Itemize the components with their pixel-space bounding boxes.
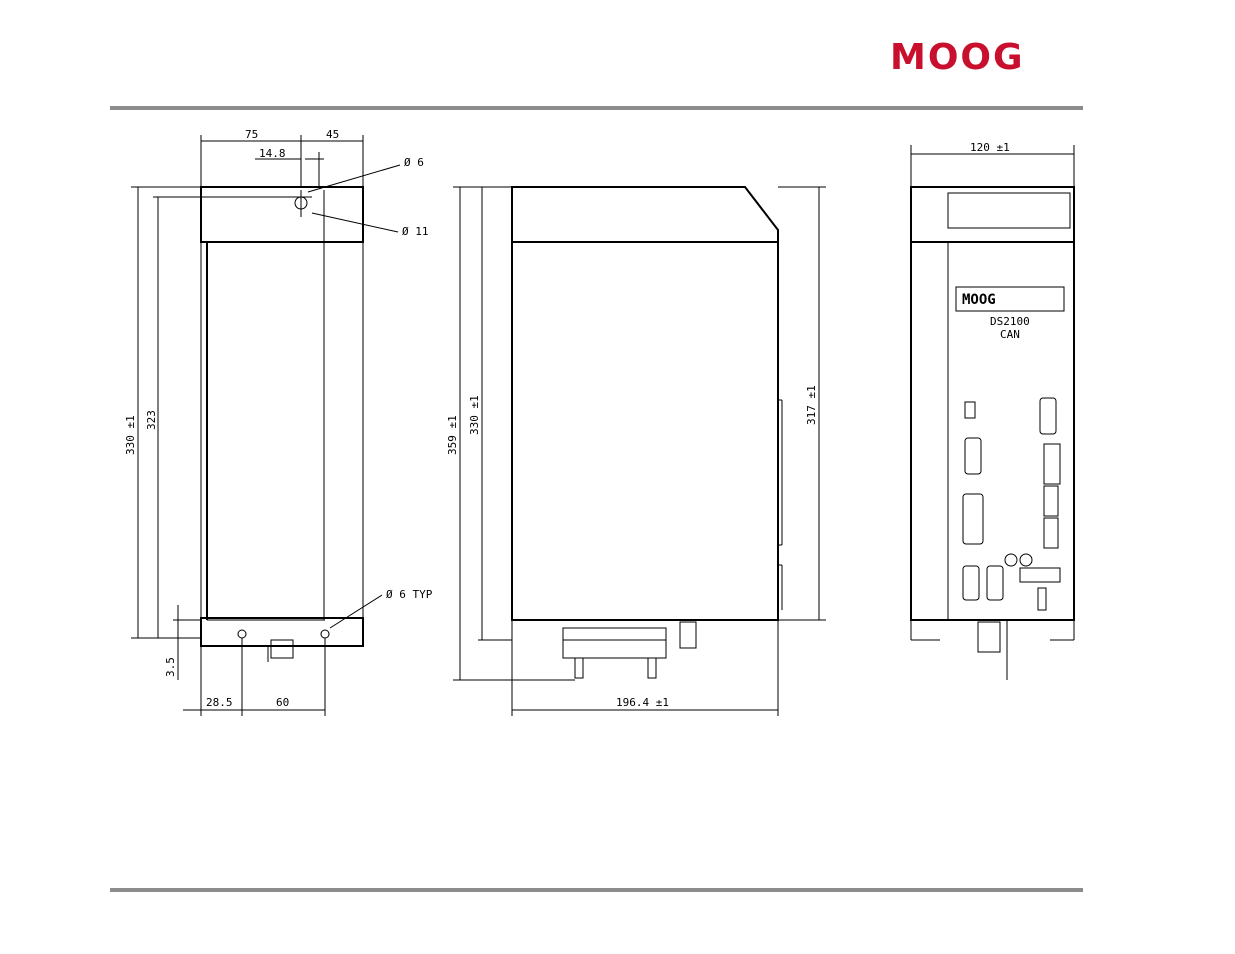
dim-top-right: 45 (326, 128, 339, 141)
dim-bottom-mid: 60 (276, 696, 289, 709)
dim-side-height-right: 317 ±1 (805, 385, 818, 425)
rear-view: 75 45 14.8 Ø 6 Ø 11 Ø 6 TYP 330 ±1 323 3… (124, 128, 433, 716)
dim-front-width: 120 ±1 (970, 141, 1010, 154)
dim-side-height-total: 359 ±1 (446, 415, 459, 455)
dim-hole-small: Ø 6 (404, 156, 424, 169)
dim-depth: 196.4 ±1 (616, 696, 669, 709)
front-logo: MOOG (962, 292, 996, 308)
dim-height-inner: 323 (145, 410, 158, 430)
side-view: 359 ±1 330 ±1 317 ±1 196.4 ±1 (446, 187, 826, 716)
front-view: 120 ±1 MOOG DS2100 CAN (911, 141, 1074, 680)
front-variant: CAN (1000, 328, 1020, 341)
front-model: DS2100 (990, 315, 1030, 328)
dim-side-height: 330 ±1 (468, 395, 481, 435)
dim-bottom-small: 3.5 (164, 657, 177, 677)
dim-hole-typ: Ø 6 TYP (386, 588, 433, 601)
dim-bottom-left: 28.5 (206, 696, 233, 709)
dim-hole-large: Ø 11 (402, 225, 429, 238)
dim-height-overall: 330 ±1 (124, 415, 137, 455)
dim-offset: 14.8 (259, 147, 286, 160)
dim-top-left: 75 (245, 128, 258, 141)
